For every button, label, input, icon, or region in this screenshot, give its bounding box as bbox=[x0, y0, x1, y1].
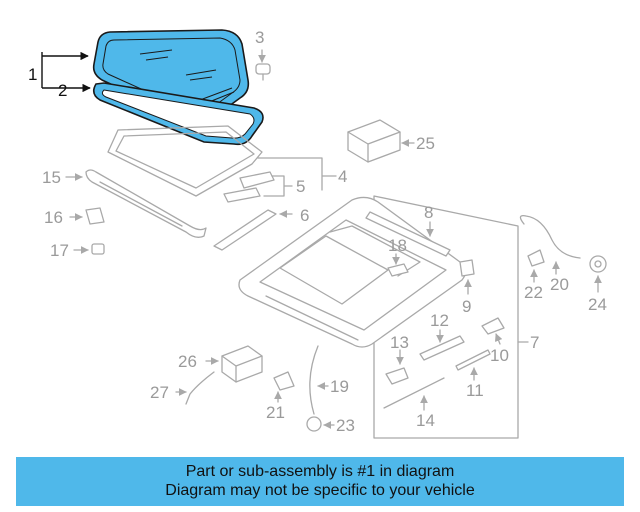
svg-text:21: 21 bbox=[266, 403, 285, 422]
module-part-25: 25 bbox=[347, 119, 435, 163]
guide-part-11: 11 bbox=[455, 349, 491, 400]
banner-line-1: Part or sub-assembly is #1 in diagram bbox=[185, 463, 455, 480]
hose-part-19: 19 bbox=[309, 345, 349, 415]
parts-diagram: 1 2 3 4 5 6 15 16 bbox=[28, 28, 607, 439]
svg-text:19: 19 bbox=[330, 377, 349, 396]
drain-hose-part-20: 20 bbox=[519, 215, 581, 294]
svg-text:2: 2 bbox=[58, 81, 67, 100]
side-rail-part-15: 15 bbox=[42, 168, 207, 238]
svg-text:12: 12 bbox=[430, 311, 449, 330]
svg-text:20: 20 bbox=[550, 275, 569, 294]
bracket-part-18: 18 bbox=[387, 236, 409, 277]
deflector-part-8: 8 bbox=[365, 203, 451, 257]
svg-text:4: 4 bbox=[338, 167, 347, 186]
cable-part-14: 14 bbox=[383, 377, 445, 430]
svg-text:5: 5 bbox=[296, 177, 305, 196]
motor-part-9: 9 bbox=[459, 259, 475, 316]
bracket-part-10: 10 bbox=[481, 317, 509, 365]
svg-text:8: 8 bbox=[424, 203, 433, 222]
clamp-part-21: 21 bbox=[266, 371, 295, 422]
bolt-part-3: 3 bbox=[255, 28, 271, 81]
svg-text:15: 15 bbox=[42, 168, 61, 187]
svg-text:14: 14 bbox=[416, 411, 435, 430]
info-banner: Part or sub-assembly is #1 in diagram Di… bbox=[16, 457, 624, 506]
housing-subassembly-box-7: 7 bbox=[238, 195, 539, 439]
svg-text:18: 18 bbox=[388, 236, 407, 255]
clip-part-16: 16 bbox=[44, 207, 105, 227]
clip-part-13: 13 bbox=[385, 333, 409, 385]
svg-text:17: 17 bbox=[50, 241, 69, 260]
svg-text:11: 11 bbox=[466, 381, 484, 400]
svg-text:24: 24 bbox=[588, 295, 607, 314]
grommet-part-24: 24 bbox=[588, 255, 607, 314]
svg-text:13: 13 bbox=[390, 333, 409, 352]
rail-part-6: 6 bbox=[213, 206, 309, 251]
svg-text:25: 25 bbox=[416, 134, 435, 153]
tube-part-27: 27 bbox=[150, 371, 215, 405]
svg-text:7: 7 bbox=[530, 333, 539, 352]
motor-part-26: 26 bbox=[178, 345, 263, 383]
bracket-part-5: 5 bbox=[223, 171, 305, 203]
clamp-part-22: 22 bbox=[524, 249, 545, 302]
svg-text:22: 22 bbox=[524, 283, 543, 302]
svg-text:9: 9 bbox=[462, 297, 471, 316]
svg-text:10: 10 bbox=[490, 346, 509, 365]
svg-text:27: 27 bbox=[150, 383, 169, 402]
banner-line-2: Diagram may not be specific to your vehi… bbox=[165, 482, 475, 499]
svg-text:26: 26 bbox=[178, 352, 197, 371]
grommet-part-23: 23 bbox=[306, 416, 355, 435]
svg-text:23: 23 bbox=[336, 416, 355, 435]
callout-1: 1 bbox=[28, 52, 88, 88]
guide-part-12: 12 bbox=[419, 311, 465, 361]
svg-text:6: 6 bbox=[300, 206, 309, 225]
callout-2: 2 bbox=[42, 81, 91, 100]
svg-text:3: 3 bbox=[255, 28, 264, 47]
frame-part-4: 4 bbox=[107, 125, 347, 197]
svg-text:1: 1 bbox=[28, 65, 37, 84]
svg-text:16: 16 bbox=[44, 208, 63, 227]
nut-part-17: 17 bbox=[50, 241, 105, 260]
